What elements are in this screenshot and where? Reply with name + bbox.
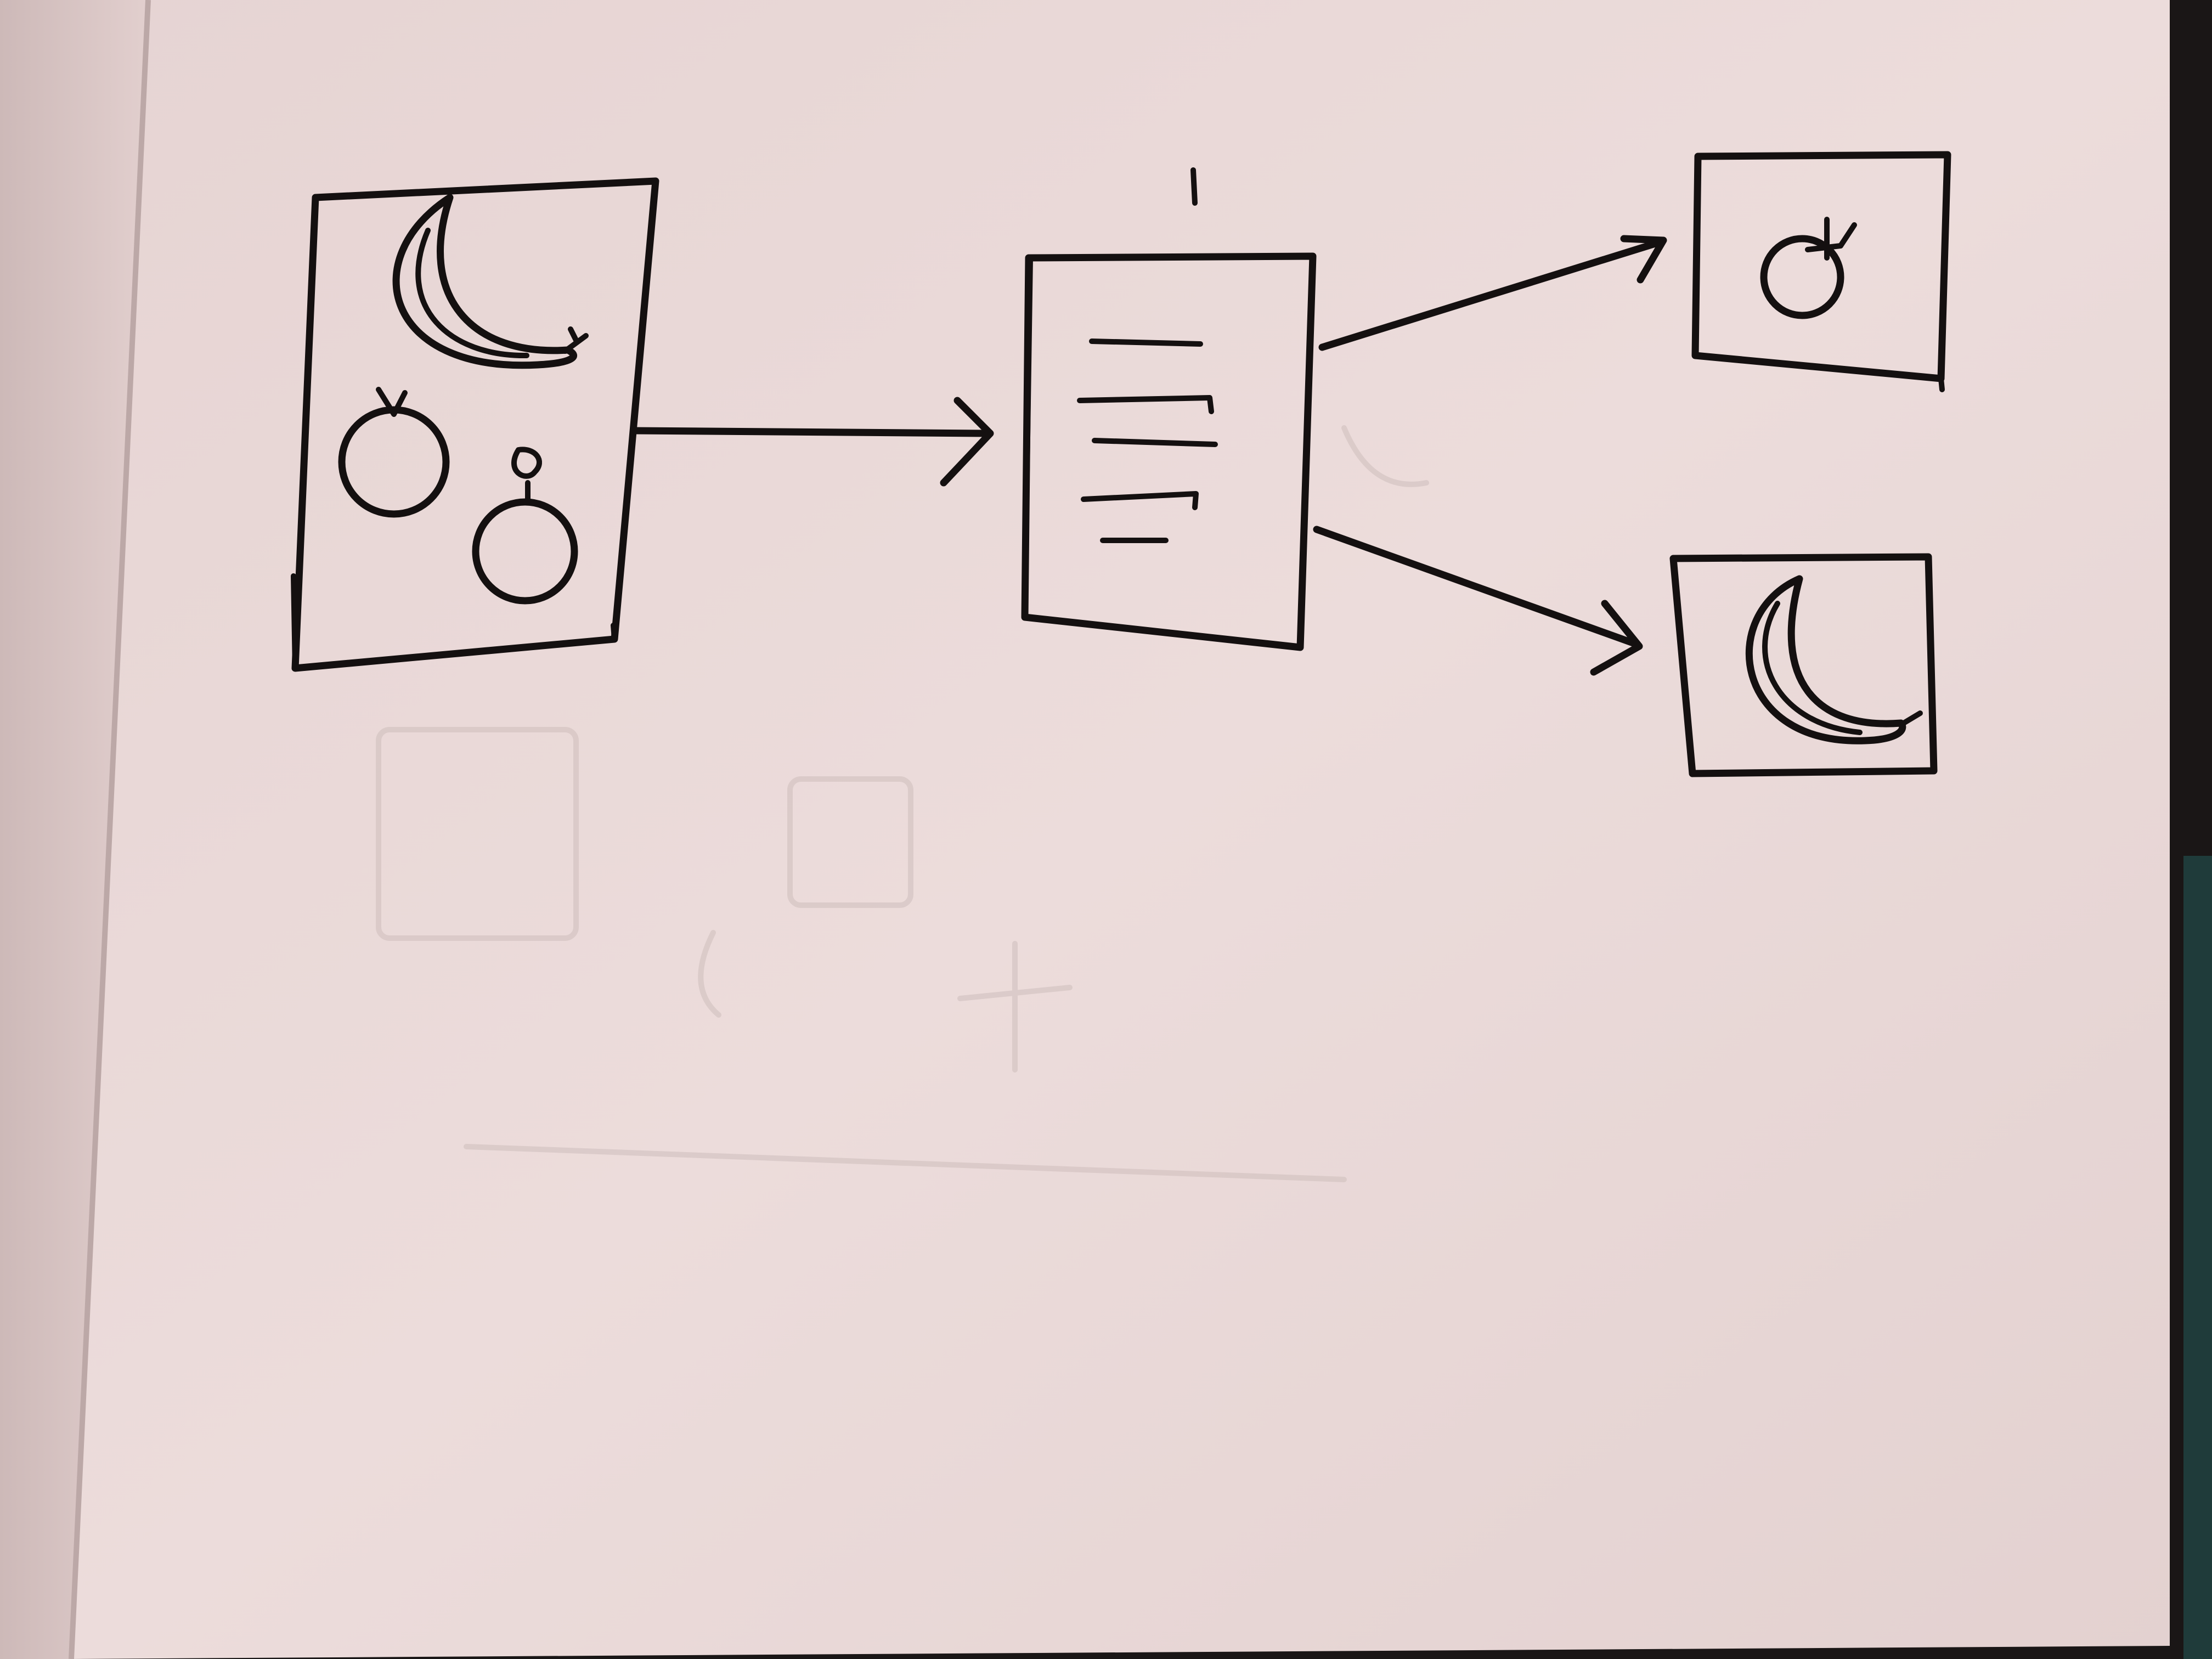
page-fold xyxy=(69,0,151,1659)
apple-icon xyxy=(472,447,578,605)
input-image-node xyxy=(291,177,659,672)
output-apple-node xyxy=(1691,151,1951,392)
paper-page xyxy=(71,0,2170,1659)
table-edge xyxy=(2183,856,2212,1659)
arrow-document-to-apple xyxy=(1318,235,1667,351)
document-node xyxy=(1021,167,1317,651)
arrow-document-to-banana xyxy=(1313,526,1643,676)
arrow-input-to-document xyxy=(630,397,994,487)
apple-icon xyxy=(338,387,450,518)
pen-tick-mark xyxy=(1190,167,1198,206)
left-page xyxy=(0,0,148,1659)
text-lines-icon xyxy=(1077,338,1218,543)
banana-icon xyxy=(392,194,589,369)
apple-icon xyxy=(1760,217,1857,319)
output-banana-node xyxy=(1669,553,1938,777)
banana-icon xyxy=(1746,575,1923,744)
bleed-through-marks xyxy=(376,425,1429,1182)
